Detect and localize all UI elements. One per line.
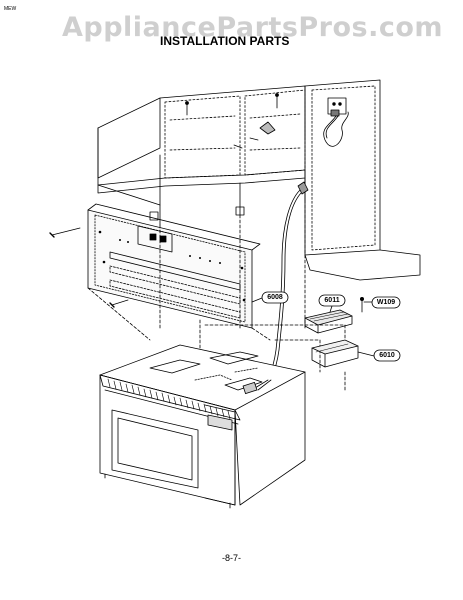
callout-6010-frame — [373, 349, 401, 362]
plate-screws — [49, 227, 129, 308]
vent-parts — [304, 296, 364, 368]
watermark: AppliancePartsPros.com — [62, 12, 444, 43]
callout-6008-frame — [261, 291, 289, 304]
alignment-lines — [87, 199, 346, 391]
callout-6011: 6011 — [324, 297, 340, 304]
callout-6011-frame — [318, 294, 346, 307]
callout-6010: 6010 — [379, 352, 395, 359]
upper-cabinet — [97, 79, 421, 381]
microwave-oven — [99, 344, 306, 509]
callout-leaders — [251, 297, 375, 357]
corner-code: MEW — [4, 6, 17, 12]
mounting-plate — [87, 203, 261, 329]
callout-w109-frame — [371, 296, 401, 309]
callout-6008: 6008 — [267, 294, 283, 301]
diagram-title: INSTALLATION PARTS — [160, 34, 290, 48]
page-number: -8-7- — [222, 553, 242, 563]
callout-w109: W109 — [376, 299, 396, 306]
